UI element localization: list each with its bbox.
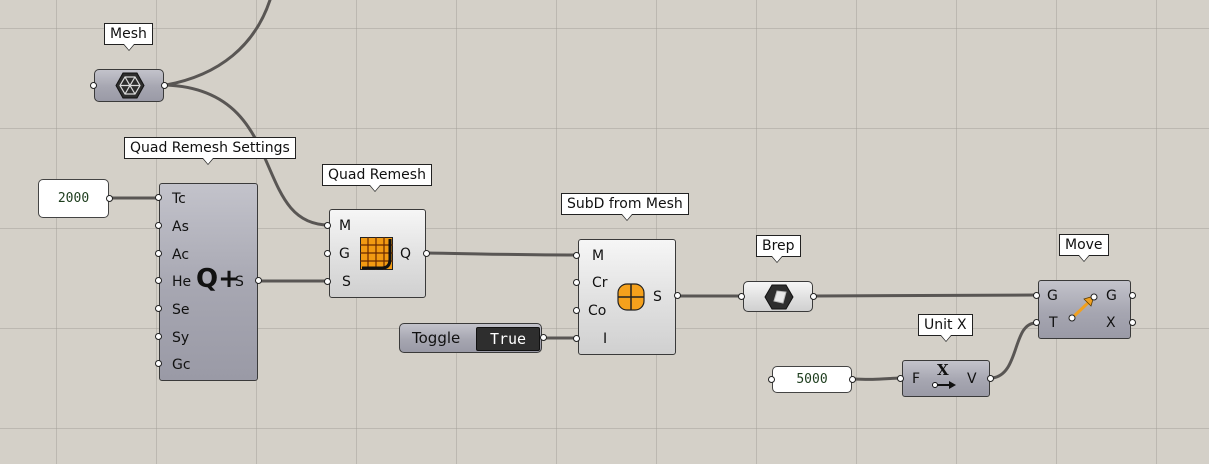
input-port-gc[interactable]: Gc (172, 357, 191, 373)
qr-g-nub[interactable] (324, 250, 331, 257)
input-port-t[interactable]: T (1049, 315, 1058, 331)
output-port-q[interactable]: Q (400, 246, 412, 262)
subd-m-nub[interactable] (573, 252, 580, 259)
qr-m-nub[interactable] (324, 222, 331, 229)
input-port-tc[interactable]: Tc (172, 191, 186, 207)
panel-5000-output-nub[interactable] (849, 376, 856, 383)
mesh-tag-pointer-fill (124, 44, 134, 50)
input-port-he[interactable]: He (172, 274, 192, 290)
input-port-sy[interactable]: Sy (172, 330, 190, 346)
as-nub[interactable] (155, 222, 162, 229)
move-t-nub[interactable] (1033, 319, 1040, 326)
mesh-input-nub[interactable] (90, 82, 97, 89)
wire-5000-to-unitx (851, 376, 902, 381)
output-port-s[interactable]: S (235, 274, 244, 290)
input-port-se[interactable]: Se (172, 302, 190, 318)
output-port-s[interactable]: S (653, 289, 662, 305)
unit-x-label-tag: Unit X (918, 314, 973, 336)
ac-nub[interactable] (155, 250, 162, 257)
wire-quad-remesh-to-subd (426, 251, 578, 257)
input-port-m[interactable]: M (592, 248, 605, 264)
wire-unitx-to-move (990, 321, 1038, 380)
input-port-cr[interactable]: Cr (592, 275, 608, 291)
gc-nub[interactable] (155, 360, 162, 367)
quad-remesh-settings-icon: Q+ (196, 264, 240, 294)
unitx-v-output-nub[interactable] (987, 375, 994, 382)
unit-x-icon: X (937, 361, 949, 379)
brep-icon (764, 284, 794, 310)
subd-tag-pointer-fill (622, 214, 632, 220)
number-panel-5000[interactable]: 5000 (772, 366, 852, 393)
number-panel-2000[interactable]: 2000 (38, 179, 109, 218)
unit-x-component[interactable]: F X V (902, 360, 990, 397)
subd-i-nub[interactable] (573, 335, 580, 342)
toggle-output-nub[interactable] (540, 334, 547, 341)
mesh-icon (115, 72, 145, 99)
sy-nub[interactable] (155, 333, 162, 340)
subd-from-mesh-component[interactable]: M Cr Co I S (578, 239, 676, 355)
brep-parameter[interactable] (743, 281, 813, 312)
input-port-g[interactable]: G (339, 246, 350, 262)
unit-x-arrow-icon (932, 381, 956, 389)
unitx-f-nub[interactable] (897, 375, 904, 382)
qr-q-output-nub[interactable] (423, 250, 430, 257)
output-port-x[interactable]: X (1106, 315, 1116, 331)
mesh-parameter[interactable] (94, 69, 164, 102)
toggle-label: Toggle (412, 329, 461, 347)
qr-s-nub[interactable] (324, 278, 331, 285)
input-port-as[interactable]: As (172, 219, 189, 235)
mesh-label-tag: Mesh (104, 23, 153, 45)
se-nub[interactable] (155, 305, 162, 312)
move-arrow-icon (1068, 293, 1098, 322)
input-port-s[interactable]: S (342, 274, 351, 290)
input-port-m[interactable]: M (339, 218, 352, 234)
brep-input-nub[interactable] (738, 293, 745, 300)
brep-label-tag: Brep (756, 235, 801, 257)
quad-remesh-component[interactable]: M G S Q (329, 209, 426, 298)
quad-remesh-label-tag: Quad Remesh (322, 164, 432, 186)
panel-5000-input-nub[interactable] (768, 376, 775, 383)
subd-s-output-nub[interactable] (674, 292, 681, 299)
input-port-co[interactable]: Co (588, 303, 607, 319)
quad-remesh-tag-pointer-fill (370, 185, 380, 191)
input-port-ac[interactable]: Ac (172, 247, 190, 263)
subd-cr-nub[interactable] (573, 279, 580, 286)
settings-s-output-nub[interactable] (255, 277, 262, 284)
input-port-f[interactable]: F (912, 371, 921, 387)
wire-brep-to-move (814, 293, 1038, 298)
move-g-output-nub[interactable] (1129, 292, 1136, 299)
he-nub[interactable] (155, 277, 162, 284)
quad-remesh-settings-component[interactable]: Tc As Ac He Se Sy Gc Q+ S (159, 183, 258, 381)
quad-remesh-settings-label-tag: Quad Remesh Settings (124, 137, 296, 159)
panel-2000-output-nub[interactable] (106, 195, 113, 202)
input-port-i[interactable]: I (603, 331, 608, 347)
toggle-value[interactable]: True (476, 327, 540, 351)
input-port-g[interactable]: G (1047, 288, 1058, 304)
move-label-tag: Move (1059, 234, 1109, 256)
move-tag-pointer-fill (1079, 255, 1089, 261)
output-port-v[interactable]: V (967, 371, 977, 387)
tc-nub[interactable] (155, 194, 162, 201)
boolean-toggle[interactable]: Toggle True (399, 323, 542, 353)
move-x-output-nub[interactable] (1129, 319, 1136, 326)
quad-remesh-settings-tag-pointer-fill (203, 158, 213, 164)
quad-remesh-icon (360, 237, 393, 270)
subd-icon (617, 283, 645, 311)
mesh-output-nub[interactable] (161, 82, 168, 89)
move-g-nub[interactable] (1033, 292, 1040, 299)
subd-from-mesh-label-tag: SubD from Mesh (561, 193, 689, 215)
wire-mesh-upstream (164, 0, 272, 87)
subd-co-nub[interactable] (573, 307, 580, 314)
brep-output-nub[interactable] (810, 293, 817, 300)
move-component[interactable]: G T G X (1038, 280, 1131, 339)
brep-tag-pointer-fill (772, 256, 782, 262)
output-port-g[interactable]: G (1106, 288, 1117, 304)
unit-x-tag-pointer-fill (941, 335, 951, 341)
